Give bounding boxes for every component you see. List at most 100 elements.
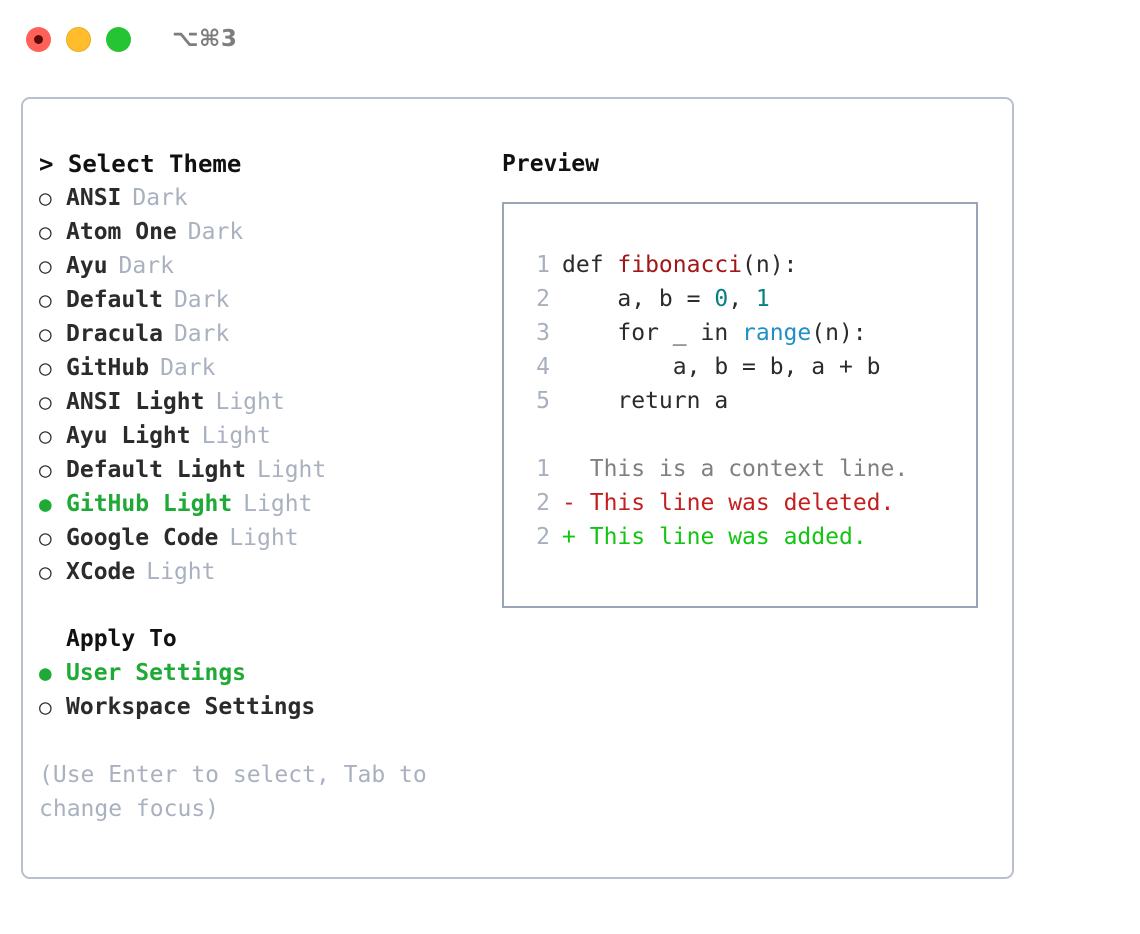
code-token: (n): [742,252,798,278]
theme-option-label: Atom One [66,219,177,245]
minimize-button-icon[interactable] [66,26,91,52]
theme-option-label: Default Light [66,457,247,483]
diff-text: This line was added. [589,524,867,550]
theme-option-label: Default [66,287,163,313]
code-line: 5 return a [522,384,976,418]
theme-option-badge: Light [257,457,327,483]
code-line: 3 for _ in range(n): [522,316,976,350]
code-token: for _ in [562,320,743,346]
close-button-icon[interactable] [26,26,51,52]
theme-option-label: XCode [66,559,136,585]
theme-option-badge: Light [243,491,313,517]
theme-option-xcode[interactable]: ○ XCode Light [39,555,489,589]
diff-marker [562,452,576,486]
line-number: 3 [536,320,550,346]
code-line: 2 a, b = 0, 1 [522,282,976,316]
diff-content [576,520,590,554]
theme-option-label: Google Code [66,525,219,551]
code-content: for _ in range(n): [562,316,867,350]
diff-text: This line was deleted. [589,490,895,516]
radio-off-icon: ○ [39,220,52,244]
theme-picker-column: > Select Theme ○ ANSI Dark ○ Atom One Da… [39,147,489,826]
theme-option-label: ANSI Light [66,389,205,415]
line-number: 1 [536,252,550,278]
theme-option-github[interactable]: ○ GitHub Dark [39,351,489,385]
code-token: 0 [714,286,729,312]
radio-on-icon: ● [39,492,52,516]
theme-option-ansi[interactable]: ○ ANSI Dark [39,181,489,215]
code-token: a, b = [562,286,715,312]
main-panel: > Select Theme ○ ANSI Dark ○ Atom One Da… [21,97,1014,879]
radio-off-icon: ○ [39,458,52,482]
theme-option-badge: Dark [132,185,188,211]
maximize-button-icon[interactable] [106,26,131,52]
radio-off-icon: ○ [39,560,52,584]
diff-line-context: 1 This is a context line. [522,452,976,486]
line-number: 4 [536,354,550,380]
radio-on-icon: ● [39,661,52,685]
theme-option-dracula[interactable]: ○ Dracula Dark [39,317,489,351]
theme-option-ansi-light[interactable]: ○ ANSI Light Light [39,385,489,419]
theme-option-label: Dracula [66,321,163,347]
apply-to-label: User Settings [66,660,247,686]
theme-option-label: ANSI [66,185,122,211]
preview-heading: Preview [502,151,599,177]
diff-line-added: 2 + This line was added. [522,520,976,554]
code-token: fibonacci [617,252,743,278]
theme-option-badge: Dark [118,253,174,279]
preview-pane: 1 def fibonacci(n): 2 a, b = 0, 1 3 for … [502,202,978,608]
theme-option-github-light[interactable]: ● GitHub Light Light [39,487,489,521]
theme-option-badge: Light [146,559,216,585]
radio-off-icon: ○ [39,254,52,278]
line-number: 2 [536,286,550,312]
radio-off-icon: ○ [39,526,52,550]
code-token: , [728,286,756,312]
theme-option-badge: Dark [173,287,230,313]
code-token: 1 [755,286,770,312]
theme-option-badge: Light [201,423,271,449]
theme-option-google-code[interactable]: ○ Google Code Light [39,521,489,555]
apply-to-workspace-settings[interactable]: ○ Workspace Settings [39,690,489,724]
radio-off-icon: ○ [39,424,52,448]
code-token: (n): [811,320,867,346]
theme-option-badge: Light [215,389,285,415]
theme-option-atom-one[interactable]: ○ Atom One Dark [39,215,489,249]
code-content: a, b = 0, 1 [562,282,770,316]
radio-off-icon: ○ [39,322,52,346]
code-content: a, b = b, a + b [562,354,881,380]
close-inner-dot-icon [34,34,43,44]
theme-option-badge: Dark [160,355,216,381]
theme-option-ayu-light[interactable]: ○ Ayu Light Light [39,419,489,453]
traffic-lights [26,26,131,52]
theme-option-label: Ayu [66,253,108,279]
diff-line-deleted: 2 - This line was deleted. [522,486,976,520]
preview-spacer [522,418,976,452]
code-content: return a [562,388,729,414]
theme-option-default[interactable]: ○ Default Dark [39,283,489,317]
radio-off-icon: ○ [39,186,52,210]
keyboard-shortcut-label: ⌥⌘3 [172,26,238,52]
theme-option-label: Ayu Light [66,423,191,449]
code-token: range [742,320,812,346]
code-line: 1 def fibonacci(n): [522,248,976,282]
theme-option-ayu[interactable]: ○ Ayu Dark [39,249,489,283]
line-number: 1 [536,456,550,482]
code-line: 4 a, b = b, a + b [522,350,976,384]
apply-to-user-settings[interactable]: ● User Settings [39,656,489,690]
radio-off-icon: ○ [39,695,52,719]
theme-option-label: GitHub Light [66,491,233,517]
line-number: 2 [536,490,550,516]
radio-off-icon: ○ [39,288,52,312]
title-bar: ⌥⌘3 [0,0,1140,78]
line-number: 5 [536,388,550,414]
code-token: def [562,252,618,278]
theme-option-default-light[interactable]: ○ Default Light Light [39,453,489,487]
theme-option-badge: Light [229,525,299,551]
radio-off-icon: ○ [39,390,52,414]
theme-option-badge: Dark [173,321,230,347]
radio-off-icon: ○ [39,356,52,380]
theme-option-badge: Dark [187,219,244,245]
diff-marker: + [562,524,576,550]
diff-marker: - [562,490,576,516]
